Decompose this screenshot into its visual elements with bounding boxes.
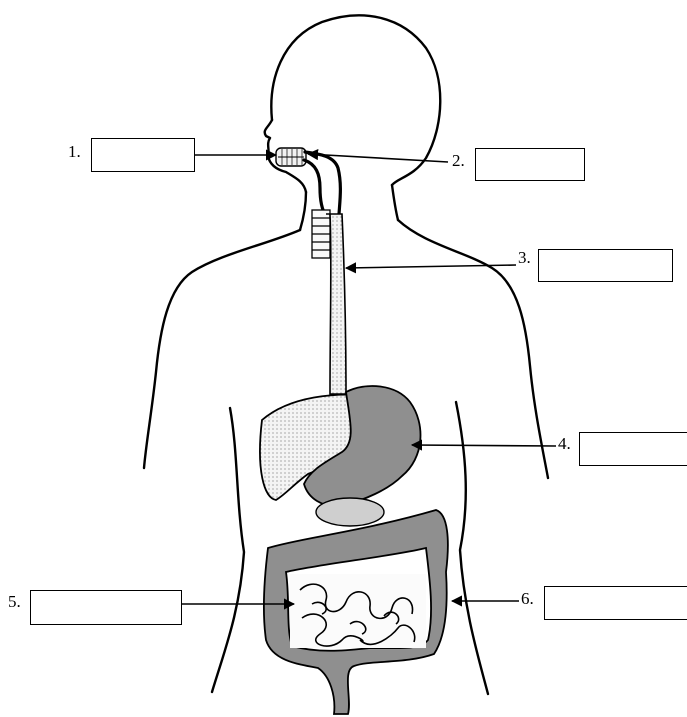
label-number-5: 5. [8,593,21,610]
arrow-4 [412,445,556,446]
label-number-4: 4. [558,435,571,452]
label-number-1: 1. [68,143,81,160]
teeth [276,148,306,166]
answer-box-1[interactable] [91,138,195,172]
small-intestine [290,574,426,648]
answer-box-5[interactable] [30,590,182,625]
answer-box-3[interactable] [538,249,673,282]
label-number-3: 3. [518,249,531,266]
label-number-6: 6. [521,590,534,607]
salivary-glands [304,152,340,216]
pancreas [316,498,384,526]
answer-box-4[interactable] [579,432,687,466]
answer-box-2[interactable] [475,148,585,181]
label-number-2: 2. [452,152,465,169]
trachea [312,210,330,258]
answer-box-6[interactable] [544,586,687,620]
